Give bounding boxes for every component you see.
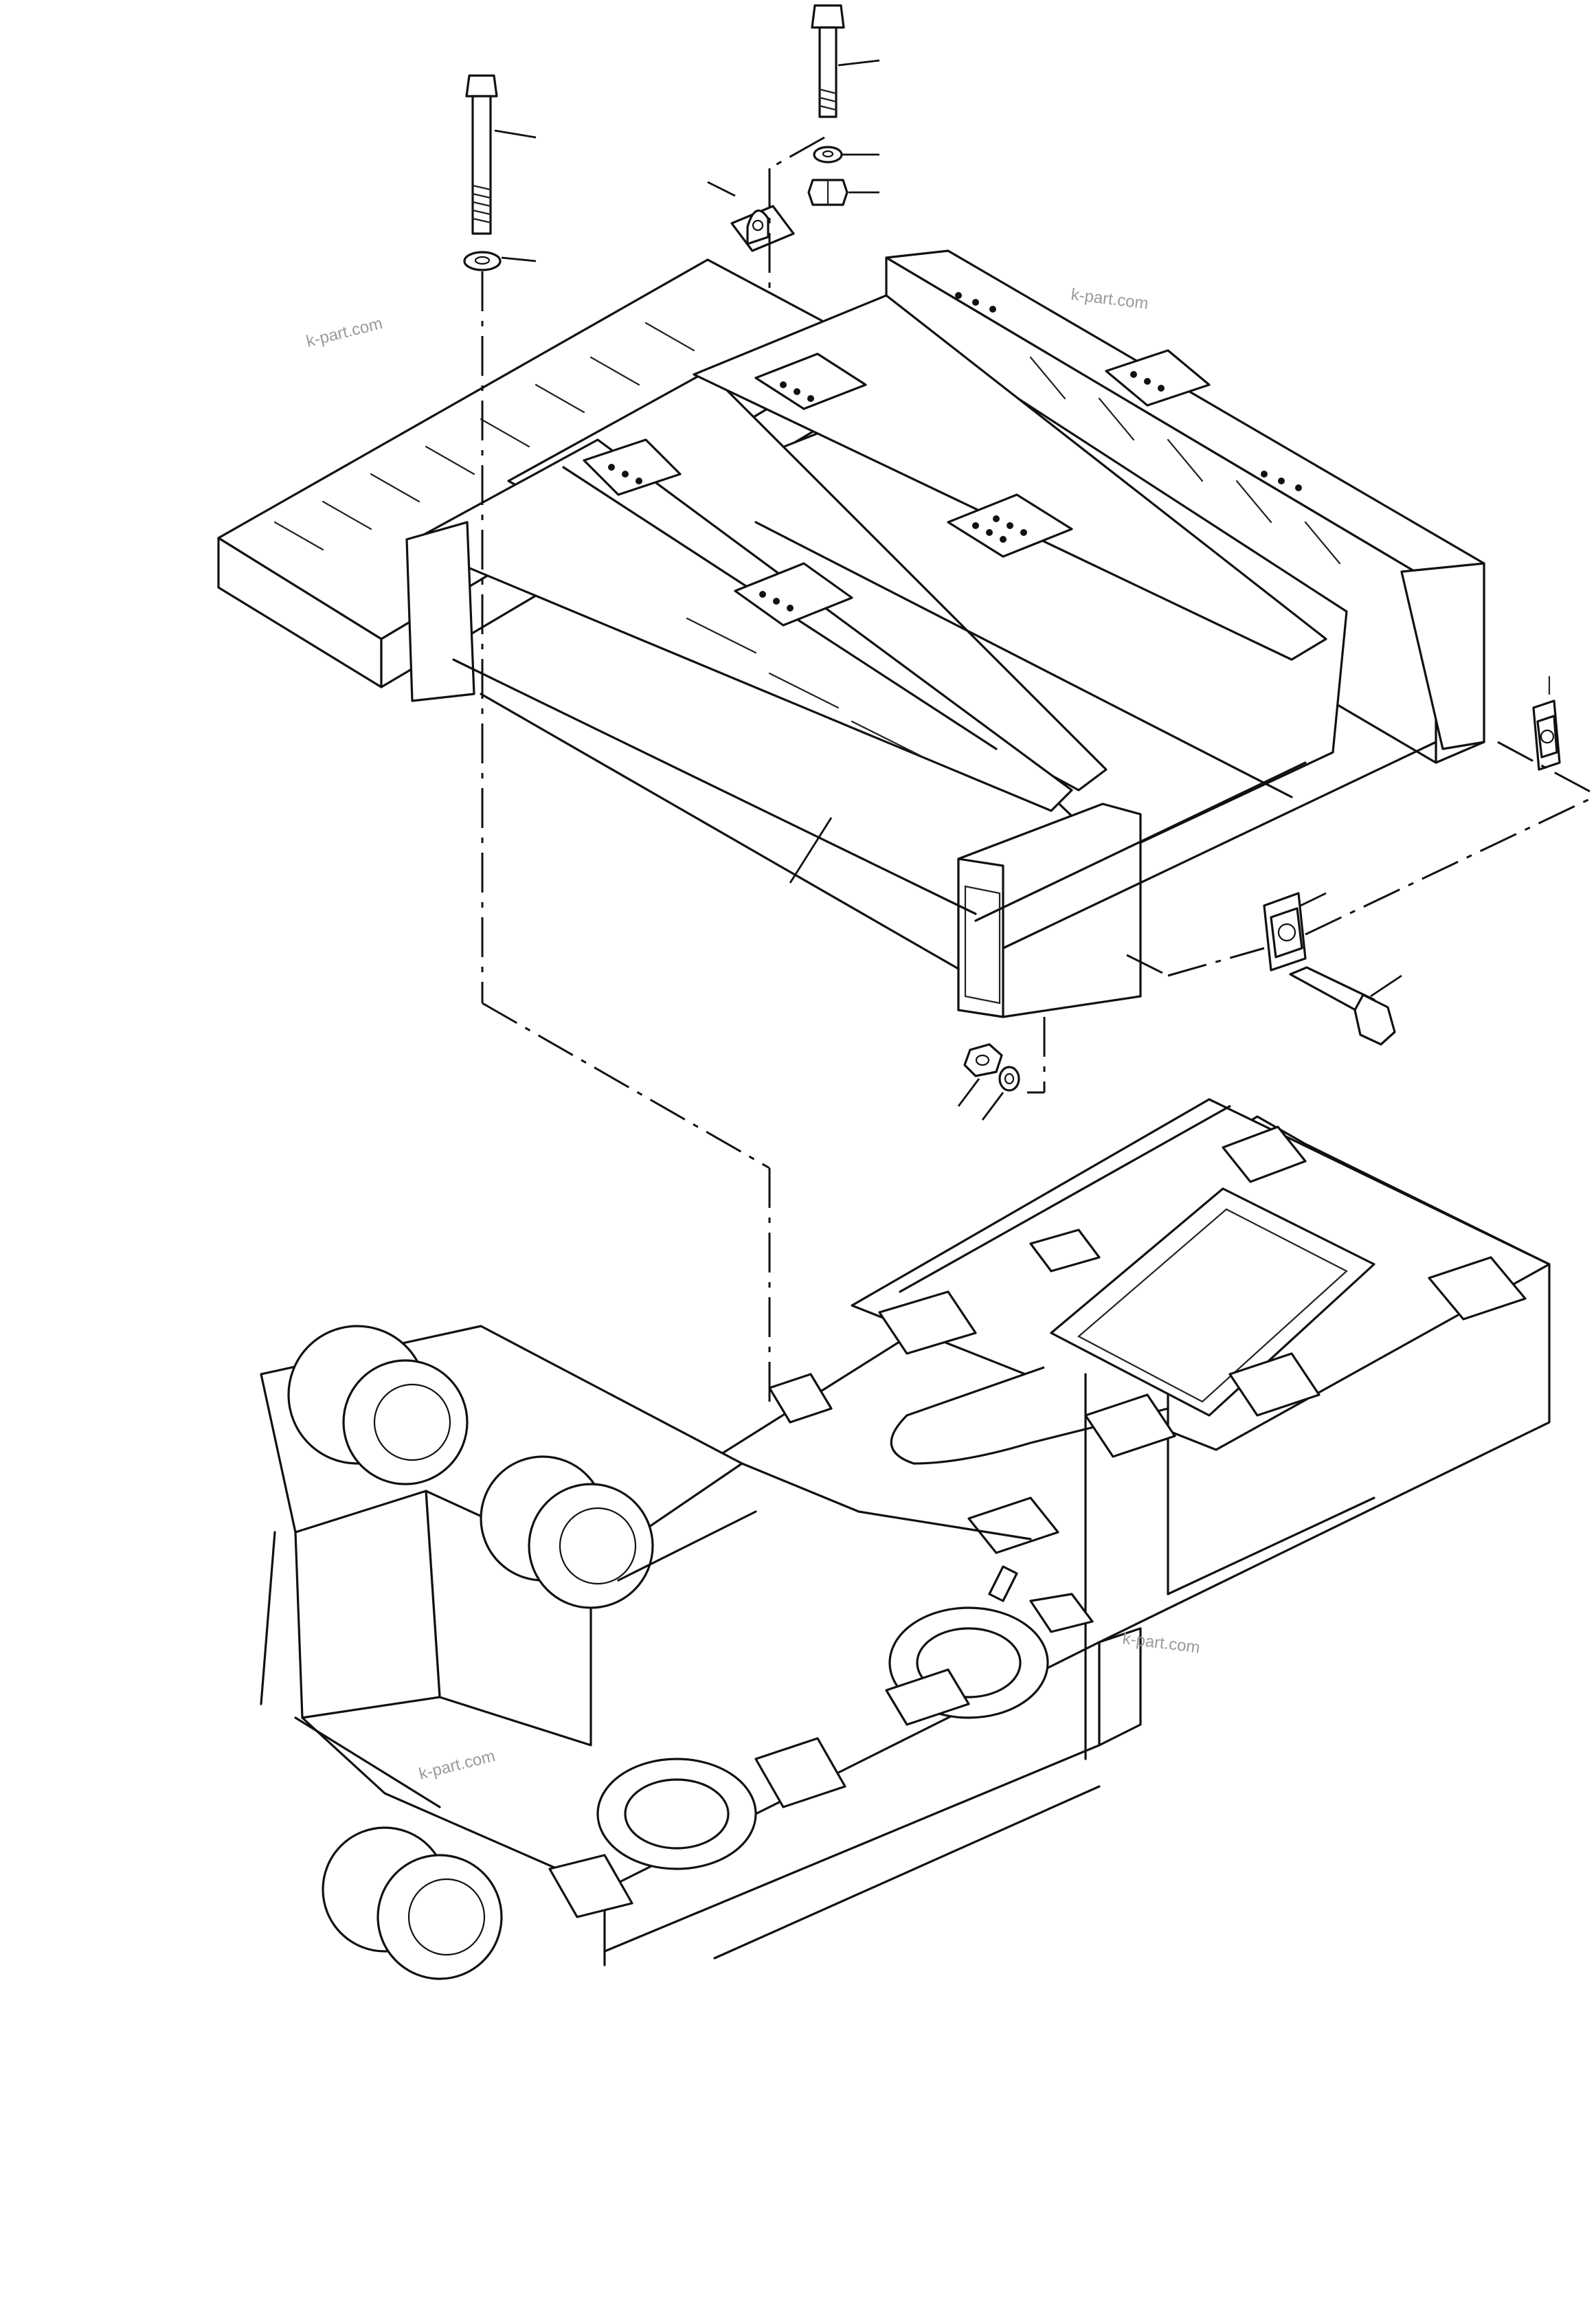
- bolt-front: [1289, 966, 1396, 1046]
- bracket-front: [1263, 892, 1307, 972]
- bolt-top-left: [465, 74, 498, 235]
- washer-top-left: [463, 251, 502, 271]
- washer-top-right: [813, 146, 843, 164]
- bolt-top-right: [811, 4, 845, 118]
- bracket-right: [1532, 675, 1561, 771]
- washer-bottom: [998, 1066, 1020, 1092]
- leader-lines: [494, 59, 1402, 1121]
- watermark-1: k-part.com: [304, 314, 385, 351]
- nut-bottom: [963, 1043, 1003, 1077]
- frame: [217, 249, 1485, 1018]
- bracket-top: [730, 205, 795, 252]
- watermark-2: k-part.com: [1070, 285, 1149, 313]
- nut-top-right: [807, 179, 848, 206]
- base: [260, 1098, 1551, 1980]
